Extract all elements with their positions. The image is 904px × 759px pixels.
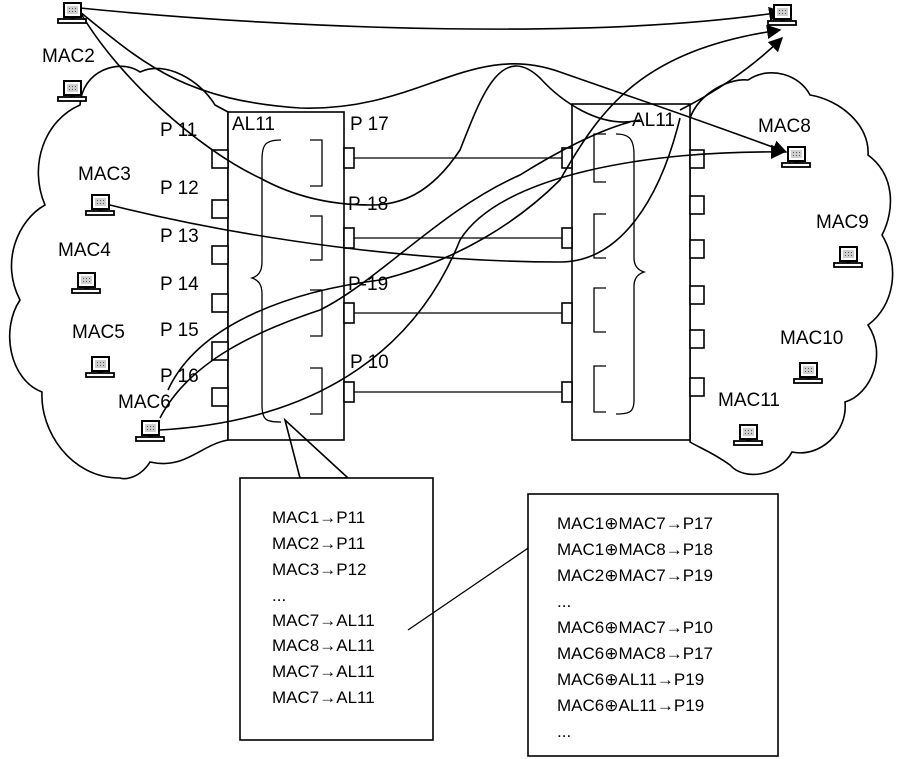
- right-port-6: [689, 195, 705, 215]
- port-p14: [211, 293, 229, 313]
- right-port-5: [689, 149, 705, 169]
- mac5-computer-icon: [85, 356, 115, 378]
- port-p11: [211, 149, 229, 169]
- flow-mac6-p19-up: [159, 121, 631, 419]
- port-p18: [343, 227, 355, 249]
- mac8-computer-icon: [781, 146, 811, 168]
- port-p19: [343, 302, 355, 324]
- right-switch-aggregate-label: AL11: [632, 110, 675, 131]
- right-switch-group-3: [593, 287, 606, 333]
- port-label-p15: P 15: [160, 320, 199, 341]
- mac9-label: MAC9: [816, 212, 869, 233]
- right-port-1: [561, 147, 573, 169]
- hash-table-row: MAC6⊕AL11→P19: [557, 696, 704, 715]
- mac1-computer-icon: [57, 2, 87, 24]
- mac3-computer-icon: [85, 194, 115, 216]
- flow-mac1-p18: [79, 11, 641, 206]
- mac10-label: MAC10: [780, 328, 843, 349]
- right-port-2: [561, 227, 573, 249]
- flow-al11-to-mac7: [679, 36, 784, 111]
- mac-table-row: MAC3→P12: [272, 560, 366, 579]
- mac-table-row: MAC2→P11: [272, 534, 365, 553]
- mac-table-row: MAC1→P11: [272, 508, 365, 527]
- right-switch-group-1: [593, 133, 606, 183]
- port-p17: [343, 147, 355, 169]
- mac5-label: MAC5: [72, 322, 125, 343]
- port-p12: [211, 199, 229, 219]
- mac-table-row: MAC7→AL11: [272, 611, 375, 630]
- port-label-p12: P 12: [160, 178, 199, 199]
- right-switch-group-2: [593, 213, 606, 259]
- mac-table-row: MAC8→AL11: [272, 636, 375, 655]
- mac7-computer-icon: [767, 4, 797, 26]
- mac-table-row: ...: [272, 586, 286, 605]
- right-network-cloud: [689, 71, 894, 476]
- port-p10: [343, 381, 355, 403]
- left-switch-aggregate-label: AL11: [232, 114, 275, 135]
- hash-table-row: MAC2⊕MAC7→P19: [557, 566, 713, 585]
- hash-table-row: MAC6⊕AL11→P19: [557, 670, 704, 689]
- right-port-3: [561, 302, 573, 324]
- left-switch: [227, 111, 345, 441]
- left-network-cloud: [8, 65, 229, 480]
- mac6-label: MAC6: [118, 392, 171, 413]
- port-p16: [211, 387, 229, 407]
- port-label-p16: P 16: [160, 366, 199, 387]
- flow-mac1-to-mac7: [79, 6, 784, 30]
- right-port-10: [689, 377, 705, 397]
- mac2-label: MAC2: [42, 46, 95, 67]
- flow-mac3-via-p13: [109, 117, 681, 263]
- mac-table-row: MAC7→AL11: [272, 662, 375, 681]
- port-label-p17: P 17: [350, 114, 389, 135]
- mac9-computer-icon: [833, 246, 863, 268]
- flow-mac2-via-p19: [167, 24, 782, 391]
- mac-table-row: MAC7→AL11: [272, 688, 375, 707]
- mac-table-box: [239, 477, 434, 741]
- left-switch-group-3: [310, 289, 323, 337]
- hash-table-row: MAC6⊕MAC7→P10: [557, 618, 713, 637]
- mac8-label: MAC8: [758, 116, 811, 137]
- flow-mac1-to-mac8: [79, 11, 788, 155]
- left-switch-group-2: [310, 215, 323, 261]
- callout-hash-table-pointer: [407, 539, 541, 631]
- flow-mac6-to-mac8: [159, 144, 786, 431]
- right-switch-group-4: [593, 365, 606, 413]
- hash-table-row: ...: [557, 722, 571, 741]
- right-port-4: [561, 381, 573, 403]
- right-port-7: [689, 239, 705, 259]
- right-port-9: [689, 329, 705, 349]
- hash-table-row: MAC6⊕MAC8→P17: [557, 644, 713, 663]
- mac6-computer-icon: [135, 420, 165, 442]
- port-label-p19: P-19: [348, 274, 388, 295]
- mac11-label: MAC11: [718, 390, 780, 411]
- hash-table-box: [527, 493, 779, 757]
- hash-table-row: MAC1⊕MAC7→P17: [557, 514, 713, 533]
- mac4-computer-icon: [71, 272, 101, 294]
- right-port-8: [689, 285, 705, 305]
- left-switch-group-1: [310, 139, 323, 187]
- port-label-p11: P 11: [160, 120, 197, 141]
- port-label-p14: P 14: [160, 274, 199, 295]
- hash-table-row: ...: [557, 592, 571, 611]
- port-label-p10: P 10: [350, 352, 389, 373]
- hash-table-row: MAC1⊕MAC8→P18: [557, 540, 713, 559]
- mac2-computer-icon: [57, 80, 87, 102]
- port-label-p18: P-18: [348, 194, 388, 215]
- port-label-p13: P 13: [160, 226, 199, 247]
- right-switch: [571, 103, 691, 441]
- mac10-computer-icon: [793, 362, 823, 384]
- port-p13: [211, 245, 229, 265]
- right-switch-aggregation-brace: [615, 133, 647, 415]
- mac3-label: MAC3: [78, 164, 131, 185]
- mac11-computer-icon: [733, 424, 763, 446]
- mac4-label: MAC4: [58, 240, 111, 261]
